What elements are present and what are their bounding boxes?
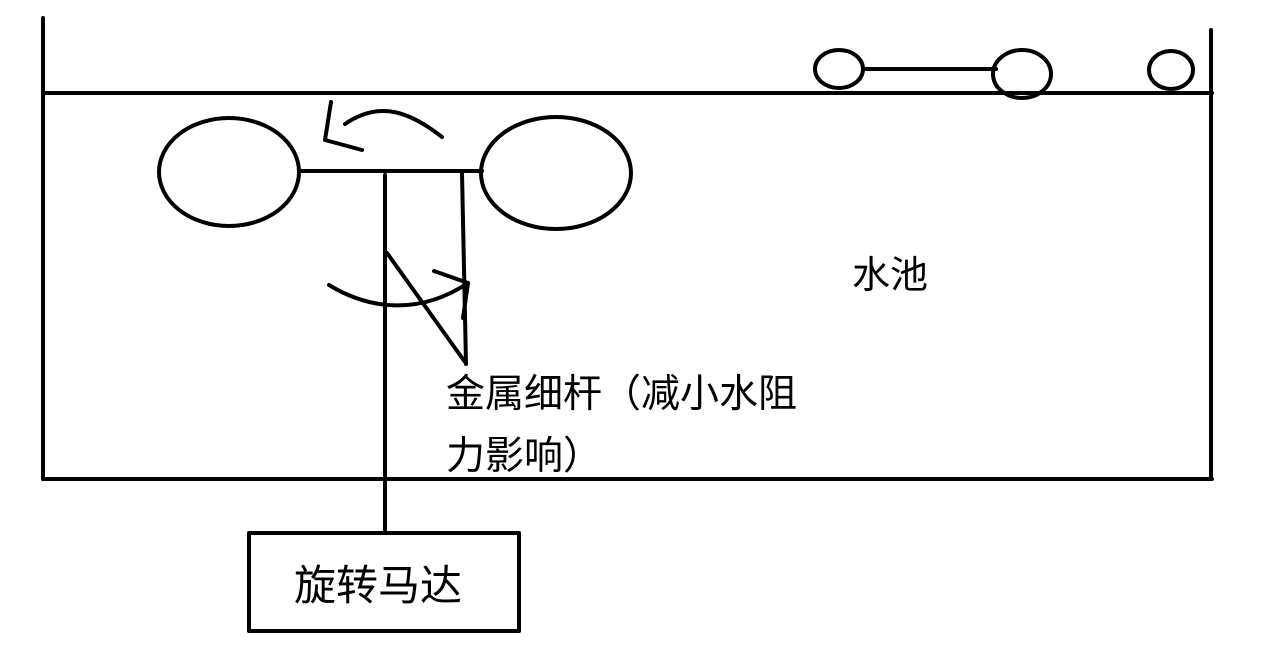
rotor-ball-left (157, 116, 301, 228)
rotor-ball-right (479, 115, 633, 231)
surface-float-left (813, 48, 865, 90)
label-pointer-line (385, 251, 467, 364)
rotation-arrow-top-head (323, 100, 364, 152)
rotation-arrow-top (343, 108, 444, 139)
rotation-arrow-bottom (327, 281, 470, 308)
pool-label: 水池 (852, 253, 929, 297)
surface-float-right (1147, 49, 1195, 91)
motor-label: 旋转马达 (294, 561, 463, 610)
rod-label-line2: 力影响） (446, 434, 603, 479)
rod-label-line1: 金属细杆（减小水阻 (446, 372, 798, 417)
metal-thin-rod (460, 171, 468, 366)
motor-box (247, 531, 521, 633)
rotation-arrow-bottom-head (432, 269, 470, 320)
surface-float-middle (991, 48, 1053, 100)
